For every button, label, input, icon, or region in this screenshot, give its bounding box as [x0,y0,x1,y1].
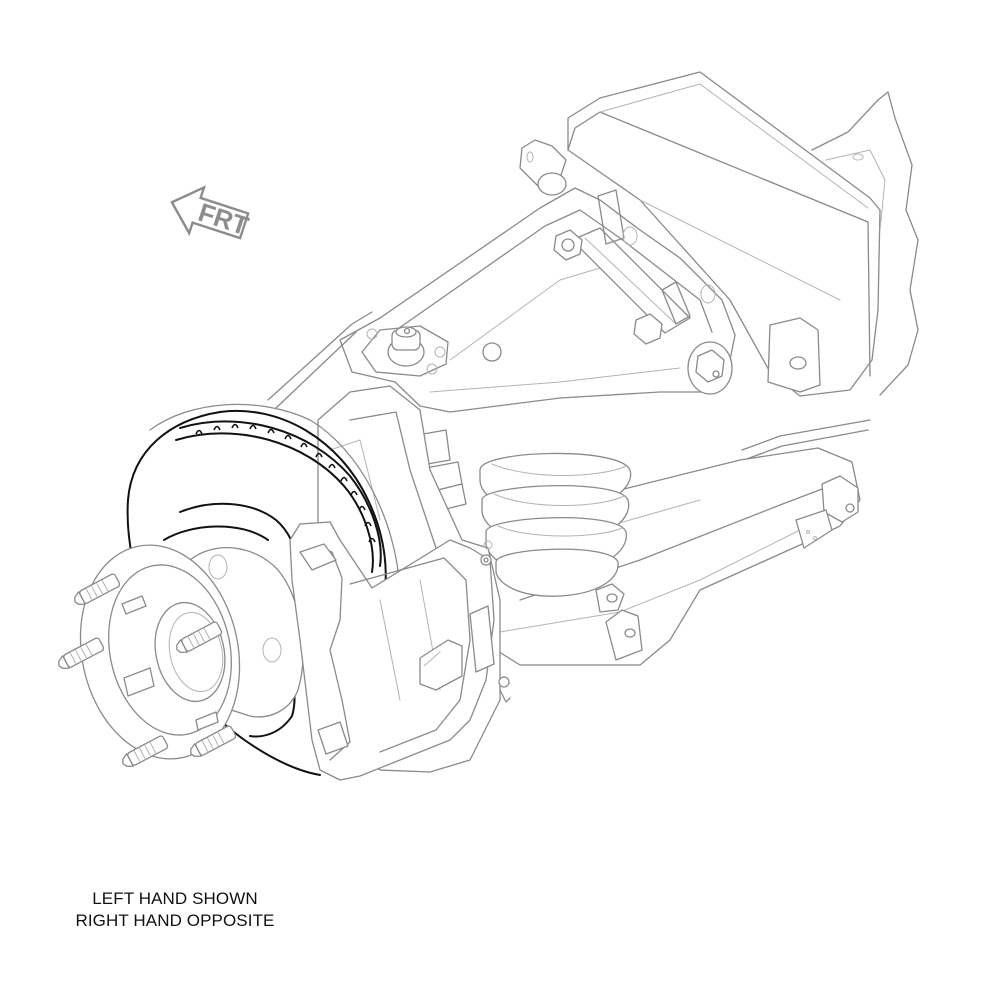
caption-line-2: RIGHT HAND OPPOSITE [75,911,275,930]
wheel-stud [176,621,223,653]
wheel-stud [74,573,121,605]
wheel-hub [79,544,304,760]
frame-crossmember [519,71,919,397]
brake-caliper [289,521,495,781]
figure-caption: LEFT HAND SHOWN RIGHT HAND OPPOSITE [40,888,310,932]
stabilizer-link [483,540,511,703]
wheel-stud [58,637,105,669]
wheel-stud [190,725,237,757]
lower-control-arm [469,447,861,666]
stabilizer-bar [267,311,871,461]
wheel-studs [58,573,237,767]
coil-spring [479,452,632,597]
frt-arrow-icon: FRT [170,185,252,241]
caption-line-1: LEFT HAND SHOWN [92,889,258,908]
brake-rotor [126,403,401,776]
rotor-vanes [195,423,376,543]
upper-ball-joint [361,325,502,377]
frt-label: FRT [195,197,252,241]
wheel-stud [122,735,169,767]
